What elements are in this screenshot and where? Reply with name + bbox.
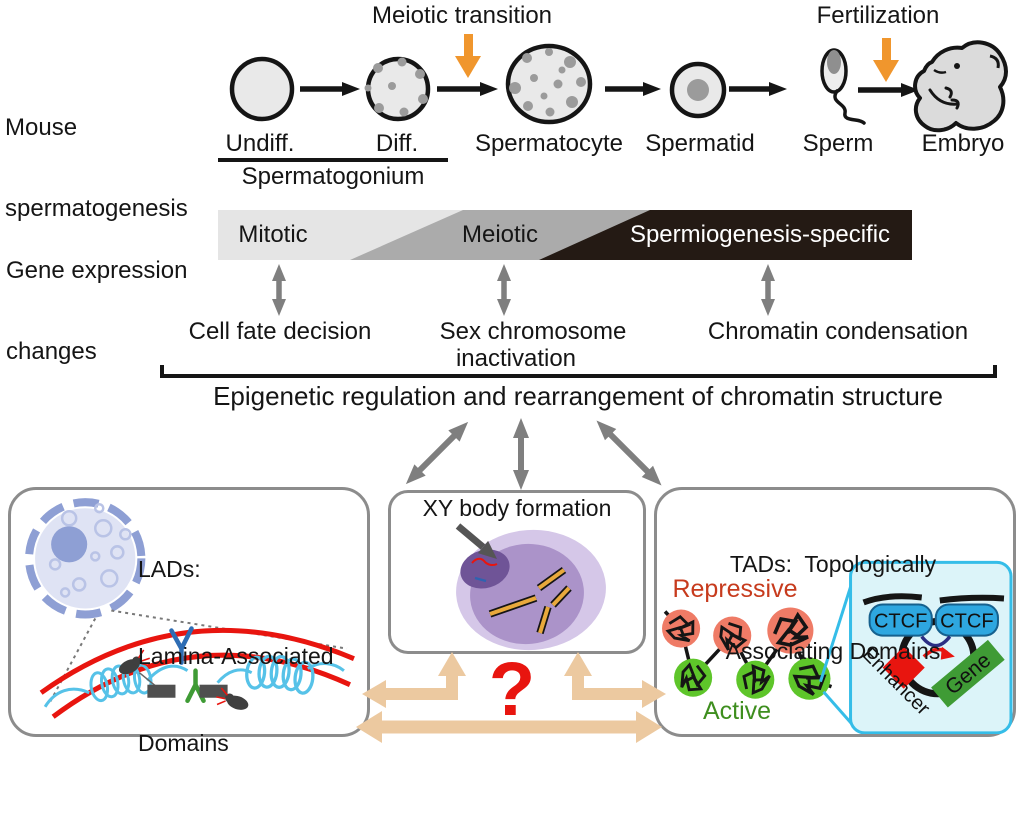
lads-title-line1: LADs: [138,556,201,582]
chromosome-rods-icon [488,566,572,635]
interplay-arrow-bottom-icon [356,711,662,743]
process-label-chromatin-condensation: Chromatin condensation [707,318,969,345]
stage-label-spermatocyte: Spermatocyte [474,130,624,157]
spermatid-cell-icon [669,61,727,119]
transcription-arrow-icon [922,646,955,660]
meiotic-transition-arrow-icon [455,34,481,78]
stage-label-spermatid: Spermatid [645,130,755,157]
nucleus-icon [25,498,146,619]
tads-title-line2: Associating Domains [725,638,941,664]
ctcf-loop-inset: CTCF CTCF Gene Enhancer [849,560,1013,734]
tads-illustration: CTCF CTCF Gene Enhancer [662,560,1013,734]
stage-label-diff: Diff. [375,130,419,157]
connector-arrows-layer [272,264,775,490]
bar-label-mitotic: Mitotic [238,221,308,248]
ctcf-box-right [934,603,999,637]
double-arrow-icon [513,418,529,490]
row-label-mouse-spermatogenesis: Mouse spermatogenesis [5,60,188,276]
double-arrow-icon [272,264,286,316]
closing-question: What is the intricate interplay between … [88,741,961,813]
stage-arrow-icon [729,82,787,96]
xy-pointer-arrow-icon [455,523,497,559]
question-mark: ? [488,647,536,732]
xy-body-illustration [455,523,606,651]
process-label-sex-chromosome: Sex chromosome [439,318,627,345]
spermatogonium-label: Spermatogonium [241,163,425,190]
double-arrow-diagonal-icon [596,420,662,486]
stage-label-sperm: Sperm [802,130,874,157]
ctcf-label-left: CTCF [874,611,927,633]
double-arrow-icon [761,264,775,316]
active-label: Active [702,697,772,725]
cell-stage-strip [229,40,1008,133]
meiotic-transition-label: Meiotic transition [371,2,553,29]
double-arrow-diagonal-icon [405,421,469,485]
stage-arrow-icon [605,82,661,96]
sperm-icon [820,48,866,125]
interplay-arrow-left-icon [362,652,466,708]
process-label-inactivation: inactivation [455,345,577,372]
process-label-cell-fate: Cell fate decision [188,318,372,345]
undiff-cell-icon [229,56,295,122]
bracket-line [160,374,997,378]
spermatogonium-underline [218,158,448,162]
bracket-tick-right [993,365,997,377]
inset-callout-lines [819,576,855,727]
lads-title-line2: Lamina-Associated [138,643,334,669]
stage-arrow-icon [300,82,360,96]
expression-gradient-bar: Mitotic Meiotic Spermiogenesis-specific [218,210,912,260]
closing-question-line1: What is the intricate interplay between … [88,807,961,813]
lads-title-line3: Domains [138,730,229,756]
tads-title: TADs: Topologically Associating Domains [683,492,983,724]
bracket-label: Epigenetic regulation and rearrangement … [213,381,943,411]
bracket-tick-left [160,365,164,377]
tads-title-line1: TADs: Topologically [729,551,937,577]
fertilization-label: Fertilization [816,2,940,29]
bar-label-meiotic: Meiotic [461,221,539,248]
fertilization-arrow-icon [873,38,899,82]
stage-label-undiff: Undiff. [225,130,295,157]
stage-arrow-icon [858,83,919,97]
bar-label-spermiogenesis: Spermiogenesis-specific [629,221,891,248]
ctcf-box-left [868,603,933,637]
interplay-arrows-layer [356,652,666,743]
chromatin-fiber-icon [43,651,345,708]
xy-body-panel [388,490,646,654]
spermatocyte-xy-cell-icon [456,529,606,651]
antibody-cluster-icon [114,626,252,715]
ctcf-label-right: CTCF [940,611,993,633]
tads-panel: CTCF CTCF Gene Enhancer [654,487,1016,737]
interplay-arrow-right-icon [564,652,666,708]
xy-body-title: XY body formation [422,495,612,521]
embryo-icon [913,40,1008,133]
diff-cell-icon [364,56,431,122]
row-label-gene-expression: Gene expression changes [6,203,187,419]
row-label-line2: spermatogenesis [5,195,188,222]
gene-expression-line2: changes [6,338,97,365]
enhancer-diamond-icon [882,646,925,689]
lads-panel [8,487,370,737]
cohesin-arc-icon [920,635,952,648]
lads-title: LADs: Lamina-Associated Domains [138,497,334,813]
xy-body-icon [460,549,510,589]
lads-illustration [25,498,355,719]
stage-arrow-icon [437,82,498,96]
double-arrow-icon [497,264,511,316]
blue-antibody-icon [169,626,194,665]
stage-label-embryo: Embryo [921,130,1005,157]
spermatocyte-cell-icon [505,43,593,125]
row-label-line1: Mouse [5,114,78,141]
gene-expression-line1: Gene expression [6,257,188,284]
repressive-label: Repressive [672,575,798,603]
